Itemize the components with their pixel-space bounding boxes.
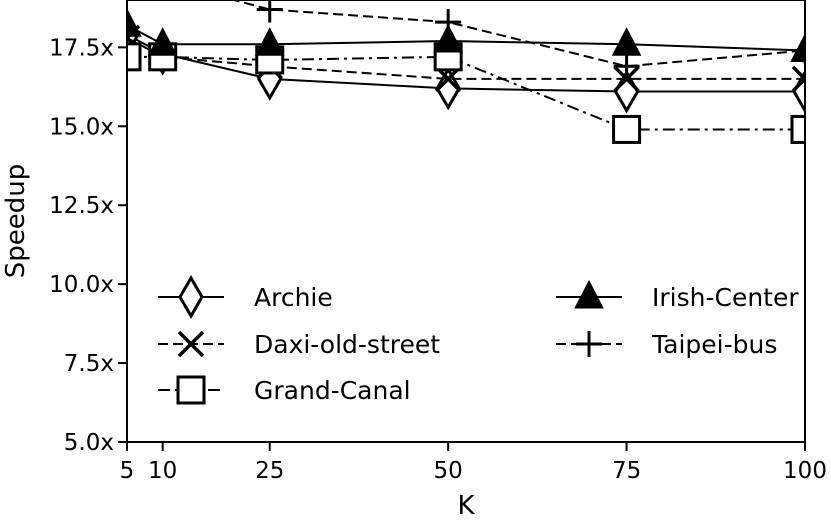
y-tick-label: 12.5x [49, 193, 114, 219]
data-point [612, 114, 642, 144]
y-axis-label: Speedup [1, 164, 31, 279]
legend-entry: Daxi-old-street [158, 330, 440, 359]
data-point [791, 65, 805, 93]
y-tick-label: 10.0x [49, 272, 114, 298]
data-point [792, 37, 805, 64]
data-point [147, 27, 178, 56]
legend-label: Archie [254, 283, 333, 312]
x-axis: 5 10 25 50 75 100 [120, 442, 827, 484]
x-tick-label: 10 [148, 458, 177, 484]
data-point [127, 8, 142, 37]
legend-entry: Irish-Center [556, 279, 799, 312]
data-point [254, 27, 285, 56]
x-tick-label: 75 [612, 458, 641, 484]
plot-frame [126, 0, 806, 443]
series-irish-center [127, 8, 805, 63]
data-point [433, 23, 463, 53]
legend-marker [576, 331, 602, 357]
data-point [127, 42, 142, 72]
y-axis: 5.0x 7.5x 10.0x 12.5x 15.0x 17.5x [49, 35, 127, 456]
x-tick-label: 5 [120, 458, 135, 484]
legend-entry: Grand-Canal [158, 375, 411, 405]
data-point [790, 33, 805, 63]
legend-label: Taipei-bus [651, 330, 777, 359]
legend-label: Grand-Canal [254, 376, 411, 405]
legend-label: Irish-Center [652, 283, 799, 312]
legend-marker [574, 279, 604, 309]
series-grand-canal [127, 42, 805, 144]
y-tick-label: 17.5x [49, 35, 114, 61]
data-point [435, 9, 462, 36]
x-tick-label: 25 [255, 458, 284, 484]
legend-marker [177, 330, 205, 358]
legend-marker [176, 375, 206, 405]
x-tick-label: 50 [434, 458, 463, 484]
legend-marker [178, 275, 204, 319]
data-point [613, 53, 640, 80]
y-tick-label: 5.0x [64, 430, 114, 456]
data-point [790, 114, 805, 144]
x-tick-label: 100 [783, 458, 827, 484]
y-tick-label: 15.0x [49, 114, 114, 140]
legend-label: Daxi-old-street [254, 330, 440, 359]
y-tick-label: 7.5x [64, 351, 114, 377]
x-axis-label: K [457, 491, 475, 521]
legend-entry: Taipei-bus [556, 330, 777, 359]
legend-entry: Archie [158, 275, 333, 319]
series-layer [127, 0, 805, 144]
